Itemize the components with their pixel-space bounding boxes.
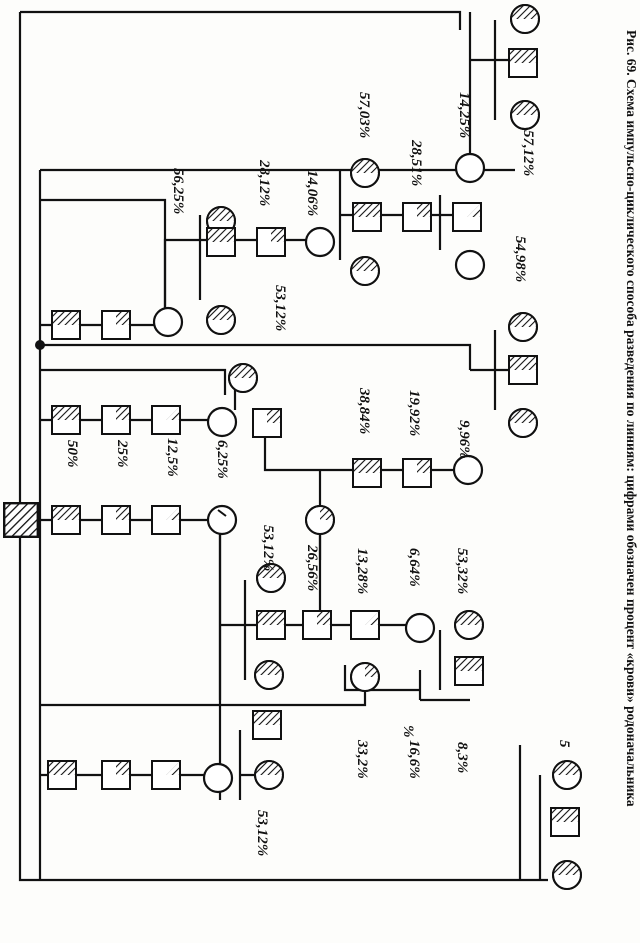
- pct-upper-53-12: 53,12%: [272, 285, 288, 331]
- pct-6-25: 6,25%: [214, 440, 230, 479]
- male-50-symbol: [51, 505, 81, 535]
- pct-56-25: 56,25%: [170, 168, 186, 214]
- bottom-female-b: [552, 860, 582, 890]
- pct-mid-53-12: 53,12%: [260, 525, 276, 571]
- center-male-c: [402, 458, 432, 488]
- lower-female-a: [254, 760, 284, 790]
- female-row2: [206, 406, 238, 438]
- line-junction-marker: [35, 340, 45, 350]
- pct-6-64: 6,64%: [406, 548, 422, 587]
- pct-50: 50%: [64, 440, 80, 468]
- upper-male-e: [452, 202, 482, 232]
- pct-57-12: 57,12%: [520, 130, 536, 176]
- upper-female-14-25: [454, 152, 486, 184]
- center-right-female-a: [508, 312, 538, 342]
- male-12-5-symbol: [151, 505, 181, 535]
- center-female-9-96: [452, 454, 484, 486]
- mid-male-a: [256, 610, 286, 640]
- male-row2-a: [51, 405, 81, 435]
- mid-right-female: [454, 610, 484, 640]
- pct-12-5: 12,5%: [164, 438, 180, 477]
- upper-male-d: [402, 202, 432, 232]
- mid-right-male: [454, 656, 484, 686]
- mid-male-c: [350, 610, 380, 640]
- figure-caption: Рис. 69. Схема импульсно-циклического сп…: [602, 30, 639, 930]
- caption-label: Рис. 69.: [624, 30, 639, 76]
- pct-5: 5: [556, 740, 572, 748]
- female-row4: [202, 762, 234, 794]
- pct-54-98: 54,98%: [512, 236, 528, 282]
- upper-female-d: [350, 256, 380, 286]
- pct-38-84: 38,84%: [356, 387, 372, 434]
- pct-25: 25%: [114, 439, 130, 468]
- male-row4-c: [151, 760, 181, 790]
- pct-26-56: 26,56%: [304, 544, 320, 591]
- pct-lower-pct: %: [400, 725, 416, 738]
- center-female-a: [228, 363, 258, 393]
- caption-text: Схема импульсно-циклического способа раз…: [624, 79, 639, 807]
- pct-28-12: 28,12%: [256, 159, 272, 206]
- bottom-male: [550, 807, 580, 837]
- pct-28-51: 28,51%: [408, 139, 424, 186]
- male-row4-b: [101, 760, 131, 790]
- upper-male-c: [352, 202, 382, 232]
- upper-male-b: [256, 227, 286, 257]
- center-male-b: [352, 458, 382, 488]
- mid-female-53-12: [305, 505, 335, 535]
- top-female-a: [510, 4, 540, 34]
- upper-female-e: [454, 249, 486, 281]
- mid-male-b: [302, 610, 332, 640]
- pct-16-6: 16,6%: [406, 740, 422, 779]
- bottom-female-a: [552, 760, 582, 790]
- pct-9-96: 9,96%: [456, 420, 472, 459]
- lower-male-a: [252, 710, 282, 740]
- upper-female-c: [350, 158, 380, 188]
- male-row2-c: [151, 405, 181, 435]
- top-male: [508, 48, 538, 78]
- breeding-scheme-diagram: 50% 25% 12,5% 6,25% 53,12% 26,56% 13,28%…: [3, 4, 582, 890]
- male-row4-a: [47, 760, 77, 790]
- center-right-male: [508, 355, 538, 385]
- top-female-b: [510, 100, 540, 130]
- upper-female-b: [206, 305, 236, 335]
- pct-19-92: 19,92%: [406, 390, 422, 436]
- male-row1-a: [51, 310, 81, 340]
- male-row2-b: [101, 405, 131, 435]
- center-male-a: [252, 408, 282, 438]
- pct-57-03: 57,03%: [356, 92, 372, 138]
- upper-male-a: [206, 227, 236, 257]
- pct-14-25: 14,25%: [456, 92, 472, 138]
- pct-lower-53-12: 53,12%: [254, 810, 270, 856]
- center-right-female-b: [508, 408, 538, 438]
- male-row1-b: [101, 310, 131, 340]
- pct-13-28: 13,28%: [354, 548, 370, 594]
- male-25-symbol: [101, 505, 131, 535]
- percentage-labels: 50% 25% 12,5% 6,25% 53,12% 26,56% 13,28%…: [64, 92, 572, 856]
- mid-female-b: [254, 660, 284, 690]
- pct-33-2: 33,2%: [354, 739, 370, 779]
- founder-symbol: [3, 502, 39, 538]
- upper-female-14: [304, 226, 336, 258]
- mid-female-c: [350, 662, 380, 692]
- mid-female-6-64: [404, 612, 436, 644]
- pct-53-32: 53,32%: [454, 548, 470, 594]
- female-6-25-symbol: [206, 504, 238, 536]
- pct-8-3: 8,3%: [454, 742, 470, 773]
- pct-14-06: 14,06%: [304, 170, 320, 216]
- female-row1: [152, 306, 184, 338]
